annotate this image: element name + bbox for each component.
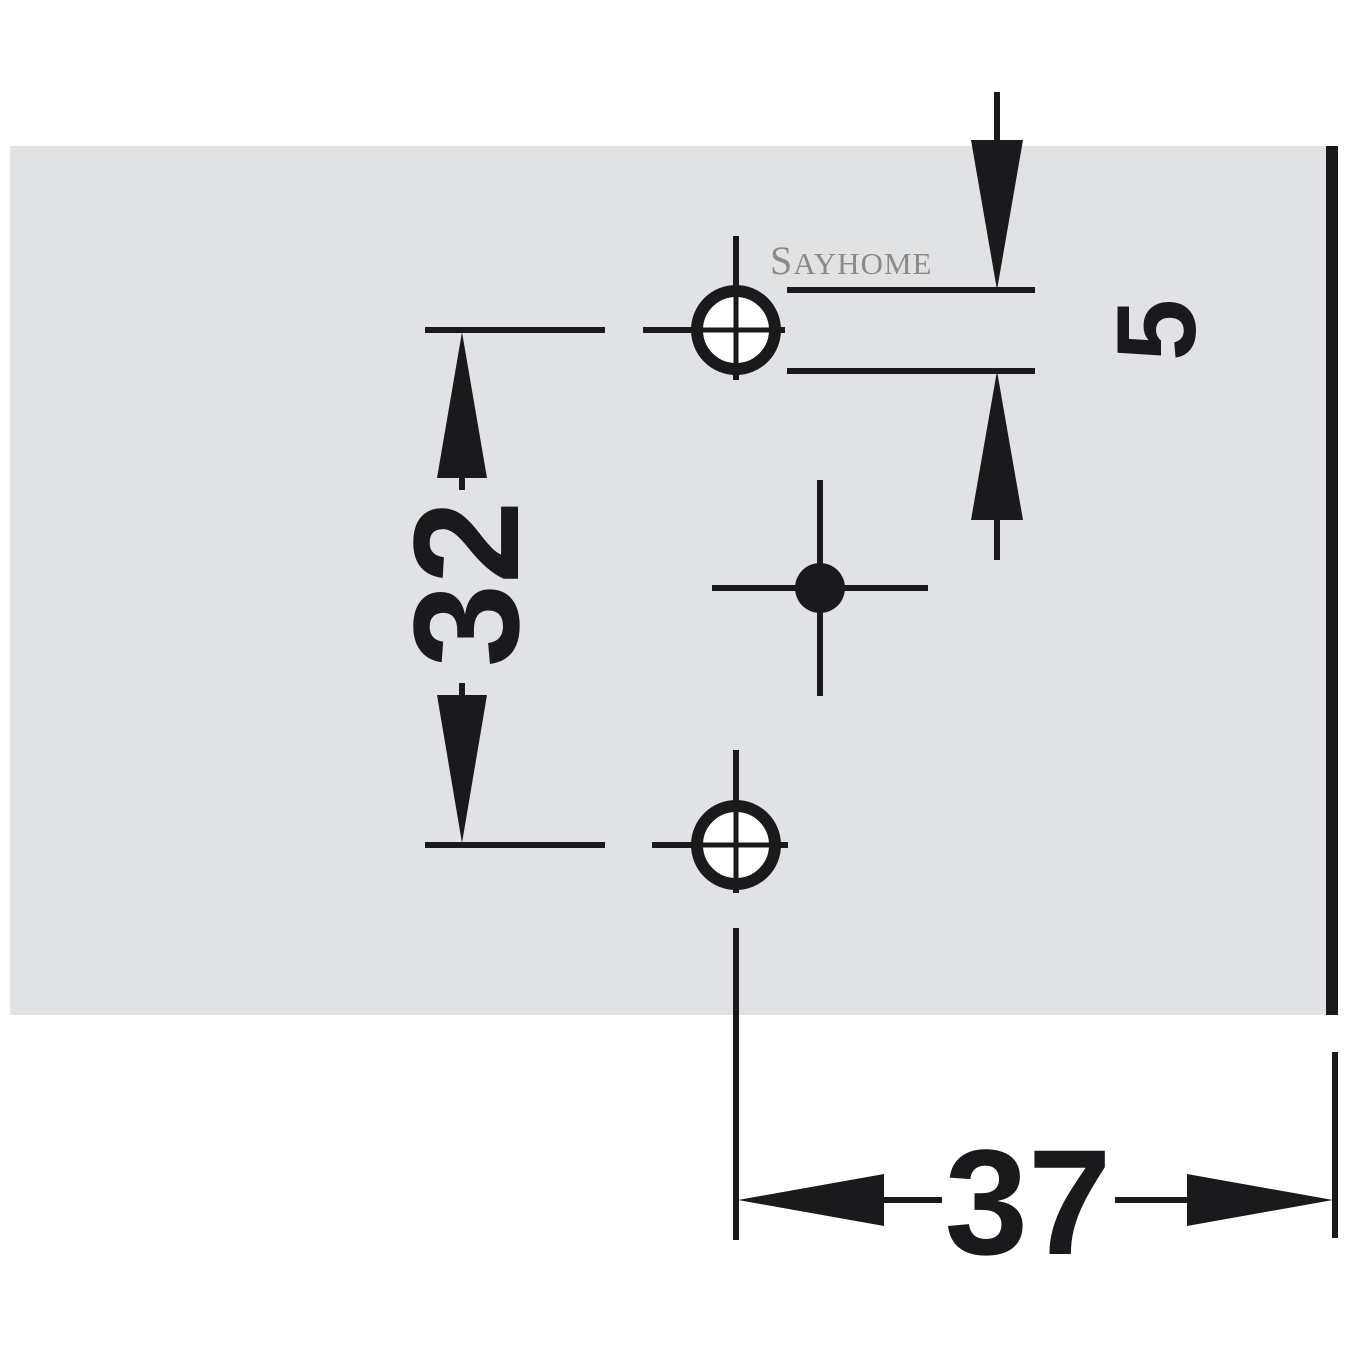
watermark-text: SAYHOME: [770, 238, 932, 283]
center-drill-point: [712, 480, 928, 696]
arrow-left-icon: [738, 1174, 884, 1226]
arrow-down-icon: [437, 695, 487, 843]
dimension-37: 37: [733, 928, 1338, 1286]
arrow-down-icon: [971, 140, 1023, 290]
lower-screw-hole: [652, 750, 788, 893]
upper-screw-hole: [643, 236, 785, 380]
dimension-32-label: 32: [382, 501, 550, 668]
dimension-32: 32: [382, 327, 605, 848]
mounting-panel: [10, 146, 1326, 1015]
dimension-5: 5: [787, 92, 1219, 560]
dimension-37-label: 37: [945, 1118, 1112, 1286]
arrow-right-icon: [1187, 1174, 1333, 1226]
panel-front-edge: [1326, 146, 1338, 1015]
arrow-up-icon: [437, 332, 487, 478]
arrow-up-icon: [971, 371, 1023, 520]
dimension-5-label: 5: [1094, 299, 1219, 361]
